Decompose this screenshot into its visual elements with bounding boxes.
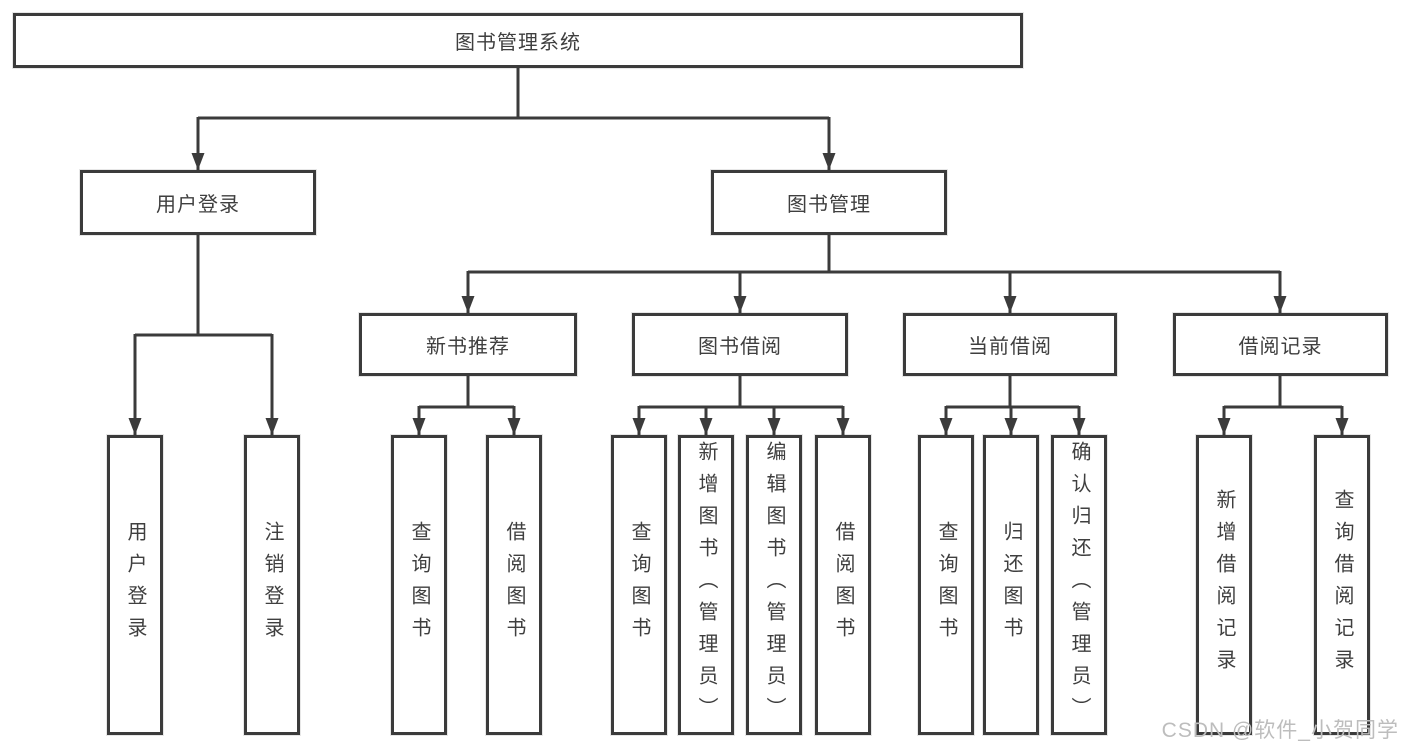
node-new-books: 新书推荐 — [359, 313, 577, 376]
node-book-borrow-label: 图书借阅 — [698, 336, 782, 358]
leaf-confirm-return-admin-label: 确认归还（管理员） — [1068, 441, 1090, 729]
node-user-login-label: 用户登录 — [156, 194, 240, 216]
leaf-borrow-books-2-label: 借阅图书 — [832, 521, 854, 649]
leaf-add-books-admin-label: 新增图书（管理员） — [695, 441, 717, 729]
leaf-add-books-admin: 新增图书（管理员） — [678, 435, 734, 735]
connector-borrow-records-children — [1217, 376, 1349, 435]
leaf-logout-label: 注销登录 — [261, 521, 283, 649]
leaf-borrow-books-1: 借阅图书 — [486, 435, 542, 735]
leaf-edit-books-admin-label: 编辑图书（管理员） — [763, 441, 785, 729]
node-book-mgmt: 图书管理 — [711, 170, 947, 235]
node-root-label: 图书管理系统 — [455, 32, 581, 54]
node-current-borrow: 当前借阅 — [903, 313, 1117, 376]
leaf-query-borrow-record: 查询借阅记录 — [1314, 435, 1370, 735]
leaf-query-books-2: 查询图书 — [611, 435, 667, 735]
leaf-query-borrow-record-label: 查询借阅记录 — [1331, 489, 1353, 681]
connector-new-books-children — [412, 376, 521, 435]
node-current-borrow-label: 当前借阅 — [968, 336, 1052, 358]
connector-user-login-children — [128, 235, 279, 435]
leaf-edit-books-admin: 编辑图书（管理员） — [746, 435, 802, 735]
connector-book-borrow-children — [632, 376, 850, 435]
leaf-query-books-3: 查询图书 — [918, 435, 974, 735]
node-user-login: 用户登录 — [80, 170, 316, 235]
leaf-user-login: 用户登录 — [107, 435, 163, 735]
connector-root-to-level2 — [191, 68, 836, 170]
leaf-return-books-label: 归还图书 — [1000, 521, 1022, 649]
leaf-return-books: 归还图书 — [983, 435, 1039, 735]
leaf-query-books-1: 查询图书 — [391, 435, 447, 735]
leaf-confirm-return-admin: 确认归还（管理员） — [1051, 435, 1107, 735]
node-new-books-label: 新书推荐 — [426, 336, 510, 358]
leaf-borrow-books-2: 借阅图书 — [815, 435, 871, 735]
leaf-add-borrow-record: 新增借阅记录 — [1196, 435, 1252, 735]
node-root: 图书管理系统 — [13, 13, 1023, 68]
leaf-query-books-1-label: 查询图书 — [408, 521, 430, 649]
leaf-logout: 注销登录 — [244, 435, 300, 735]
node-borrow-records-label: 借阅记录 — [1238, 336, 1323, 358]
connector-book-mgmt-children — [461, 235, 1287, 313]
connector-current-borrow-children — [939, 376, 1086, 435]
leaf-query-books-2-label: 查询图书 — [628, 521, 650, 649]
node-book-mgmt-label: 图书管理 — [787, 194, 871, 216]
leaf-borrow-books-1-label: 借阅图书 — [503, 521, 525, 649]
csdn-watermark: CSDN @软件_小贺同学 — [1161, 719, 1399, 742]
leaf-add-borrow-record-label: 新增借阅记录 — [1213, 489, 1235, 681]
leaf-query-books-3-label: 查询图书 — [935, 521, 957, 649]
node-book-borrow: 图书借阅 — [632, 313, 848, 376]
node-borrow-records: 借阅记录 — [1173, 313, 1388, 376]
leaf-user-login-label: 用户登录 — [124, 521, 146, 649]
